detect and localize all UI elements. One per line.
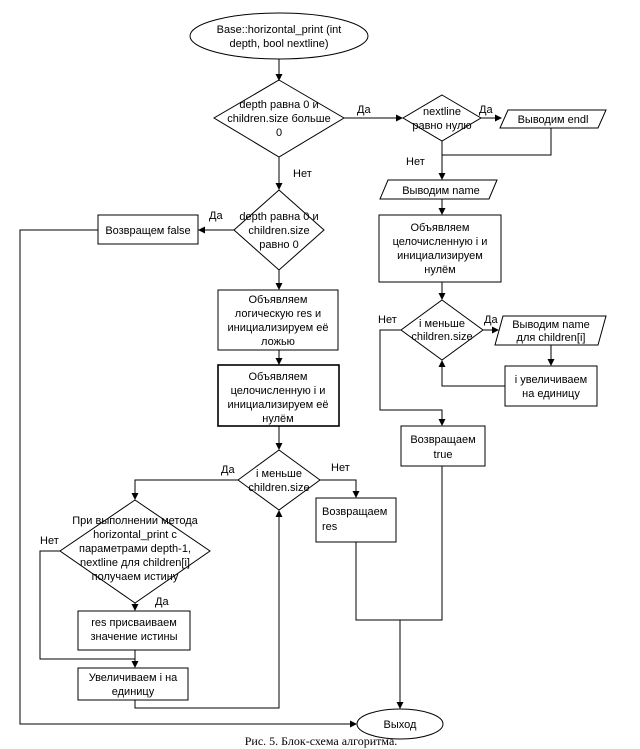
decl-res-line-4: ложью <box>261 336 295 348</box>
label-left-loop-no: Нет <box>331 462 350 474</box>
init-i-left-text: Объявляем целочисленную i и инициализируем… <box>227 371 328 425</box>
exit-text: Выход <box>384 719 417 731</box>
output-child-name-shape <box>494 315 607 346</box>
inc-i-left-line-2: единицу <box>112 686 155 698</box>
output-endl-shape <box>499 109 607 129</box>
figure-caption: Рис. 5. Блок-схема алгоритма. <box>245 734 398 748</box>
out-child-line-2: для children[i] <box>517 332 586 344</box>
nextline-line-1: nextline <box>423 106 461 118</box>
start-line-2: depth, bool nextline) <box>229 38 328 50</box>
decision-nextline-zero <box>402 94 482 142</box>
inc-i-right-text: i увеличиваем на единицу <box>515 374 587 400</box>
declare-res-box <box>217 289 339 351</box>
inc-i-right-line-1: i увеличиваем <box>515 374 587 386</box>
edges <box>19 59 555 728</box>
label-right-loop-yes: Да <box>484 314 498 326</box>
decl-res-line-1: Объявляем <box>249 294 308 306</box>
dec1-line-1: depth равна 0 и <box>239 99 318 111</box>
decl-res-line-2: логическую res и <box>235 308 321 320</box>
label-nextline-yes: Да <box>479 104 493 116</box>
inc-i-left-line-1: Увеличиваем i на <box>89 672 178 684</box>
label-nextline-no: Нет <box>406 156 425 168</box>
dec1-line-3: 0 <box>276 127 282 139</box>
set-res-box <box>77 610 191 651</box>
decl-res-text: Объявляем логическую res и инициализируем … <box>227 294 328 348</box>
init-i-left-line-2: целочисленную i и <box>231 385 326 397</box>
return-true-box <box>400 425 486 467</box>
out-name-text: Выводим name <box>402 185 480 197</box>
init-i-right-line-1: Объявляем <box>411 222 470 234</box>
label-dec1-no: Нет <box>293 168 312 180</box>
label-call-yes: Да <box>155 596 169 608</box>
start-line-1: Base::horizontal_print (int <box>217 24 342 36</box>
output-name-shape <box>379 179 498 200</box>
ret-true-line-1: Возвращаем <box>410 434 475 446</box>
ret-true-text: Возвращаем true <box>410 434 475 461</box>
label-call-no: Нет <box>40 535 59 547</box>
dec-call-line-3: параметрами depth-1, <box>79 543 191 555</box>
dec-i-left-text: i меньше children.size <box>248 468 309 494</box>
init-i-right-line-2: целочисленную i и <box>393 236 488 248</box>
label-dec2-yes: Да <box>209 210 223 222</box>
inc-i-left-box <box>77 667 189 701</box>
nextline-line-2: равно нулю <box>412 120 471 132</box>
init-i-right-line-4: нулём <box>424 264 455 276</box>
ret-true-line-2: true <box>434 449 453 461</box>
dec2-line-3: равно 0 <box>259 239 298 251</box>
ret-res-text: Возвращаем res <box>322 506 387 533</box>
start-terminator <box>189 12 369 60</box>
label-right-loop-no: Нет <box>378 314 397 326</box>
dec-i-left-line-2: children.size <box>248 482 309 494</box>
decl-res-line-3: инициализируем её <box>227 322 328 334</box>
dec-call-line-1: При выполнении метода <box>72 515 198 527</box>
dec-call-line-4: nextline для children[i] <box>80 557 190 569</box>
dec-call-line-5: получаем истину <box>92 571 179 583</box>
set-res-line-1: res присваиваем <box>91 617 177 629</box>
dec-call-text: При выполнении метода horizontal_print с п… <box>72 515 198 583</box>
ret-false-text: Возвращем false <box>105 225 190 237</box>
decision-i-less-left <box>237 449 321 511</box>
ret-res-line-1: Возвращаем <box>322 506 387 518</box>
dec2-line-1: depth равна 0 и <box>239 211 318 223</box>
return-res-box <box>315 497 397 543</box>
dec1-line-2: children.size больше <box>227 113 330 125</box>
inc-i-right-line-2: на единицу <box>522 388 580 400</box>
init-i-right-box <box>378 214 502 283</box>
out-child-line-1: Выводим name <box>512 319 590 331</box>
ret-res-line-2: res <box>322 521 338 533</box>
init-i-left-line-1: Объявляем <box>249 371 308 383</box>
inc-i-right-box <box>504 365 598 407</box>
dec-i-left-line-1: i меньше <box>256 468 302 480</box>
init-i-right-line-3: инициализируем <box>397 250 483 262</box>
set-res-text: res присваиваем значение истины <box>90 617 177 643</box>
dec-i-right-line-2: children.size <box>411 331 472 343</box>
decision-i-less-right <box>400 299 484 361</box>
init-i-left-line-3: инициализируем её <box>227 399 328 411</box>
inc-i-left-text: Увеличиваем i на единицу <box>89 672 178 698</box>
set-res-line-2: значение истины <box>90 631 177 643</box>
dec1-text: depth равна 0 и children.size больше 0 <box>227 99 330 139</box>
init-i-right-text: Объявляем целочисленную i и инициализируем… <box>393 222 488 276</box>
dec-call-line-2: horizontal_print с <box>93 529 177 541</box>
label-dec1-yes: Да <box>357 104 371 116</box>
init-i-left-line-4: нулём <box>262 413 293 425</box>
init-i-left-box <box>217 364 340 427</box>
nextline-text: nextline равно нулю <box>412 106 471 132</box>
label-left-loop-yes: Да <box>221 464 235 476</box>
dec2-line-2: children.size <box>248 225 309 237</box>
dec2-text: depth равна 0 и children.size равно 0 <box>239 211 318 251</box>
endl-text: Выводим endl <box>518 114 589 126</box>
dec-i-right-line-1: i меньше <box>419 318 465 330</box>
